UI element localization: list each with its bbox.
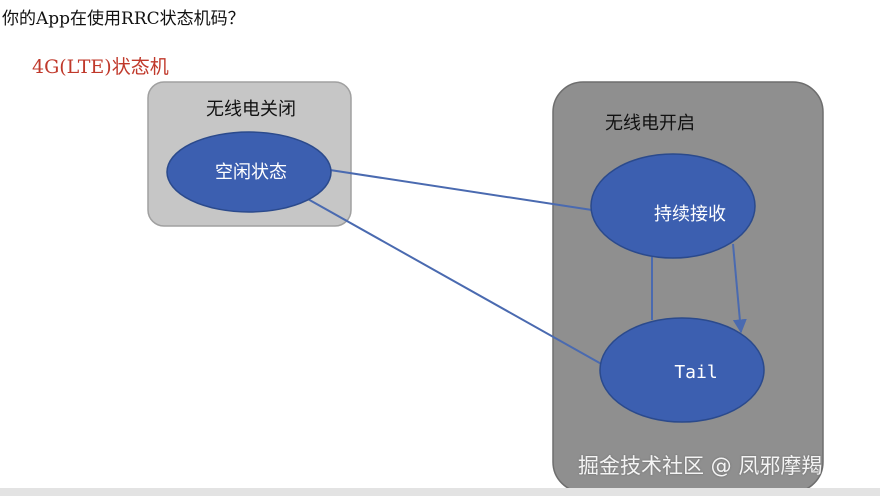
- state-tail: [599, 317, 765, 423]
- state-idle-label: 空闲状态: [215, 162, 287, 183]
- edge-idle-to-continuous: [329, 169, 593, 211]
- state-continuous-reception: [590, 153, 756, 259]
- state-tail-label: Tail: [674, 362, 717, 383]
- radio-on-label: 无线电开启: [605, 113, 695, 134]
- edge-idle-to-tail: [305, 197, 606, 367]
- bottom-bar: [0, 488, 880, 496]
- radio-on-group: [552, 81, 824, 493]
- edge-continuous-to-tail: [732, 243, 747, 334]
- page-title: 你的App在使用RRC状态机码？: [2, 9, 245, 29]
- state-idle: [166, 131, 332, 213]
- radio-off-label: 无线电关闭: [206, 99, 296, 120]
- state-continuous-reception-label: 持续接收: [654, 204, 726, 225]
- diagram-subtitle: 4G(LTE)状态机: [32, 56, 169, 78]
- watermark: 掘金技术社区 @ 凤邪摩羯: [578, 454, 823, 478]
